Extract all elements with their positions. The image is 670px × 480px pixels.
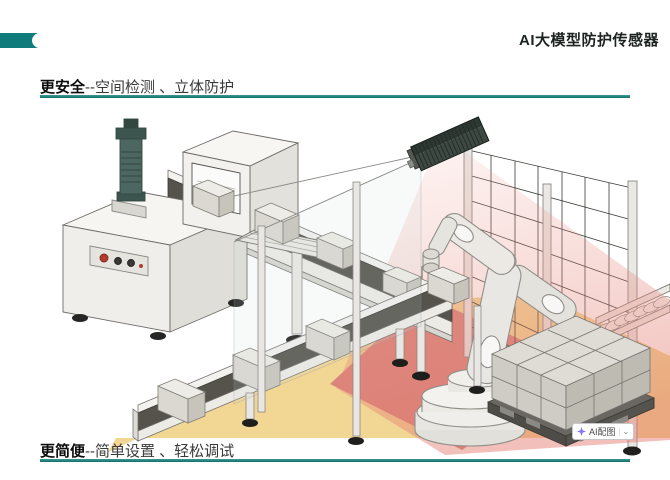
accent-notch-shape [0,33,38,48]
page-title: AI大模型防护传感器 [518,32,659,49]
pallet-boxes [491,315,651,431]
tagline-simpler-rest: --简单设置 、轻松调试 [85,443,235,460]
ai-safety-sensor [406,116,490,172]
ai-image-button-label: AI配图 [589,427,616,437]
tagline-underline-bottom [40,459,630,462]
outfeed-conveyor [132,272,453,442]
chevron-down-icon: ⌄ [618,427,629,436]
ai-sparkle-icon [577,427,586,436]
tagline-safer: 更安全--空间检测 、立体防护 [40,76,234,97]
tagline-simpler: 更简便--简单设置 、轻松调试 [40,440,234,461]
tagline-safer-bold: 更安全 [40,79,86,96]
ai-image-button[interactable]: AI配图 ⌄ [572,423,635,440]
safety-glass-wall [233,156,485,445]
machine-tower [111,118,147,219]
cardboard-boxes-outfeed [156,266,471,424]
robot-gripper [421,248,440,292]
tagline-safer-rest: --空间检测 、立体防护 [85,79,235,96]
tagline-underline-top [40,95,630,98]
tagline-simpler-bold: 更简便 [40,443,86,460]
